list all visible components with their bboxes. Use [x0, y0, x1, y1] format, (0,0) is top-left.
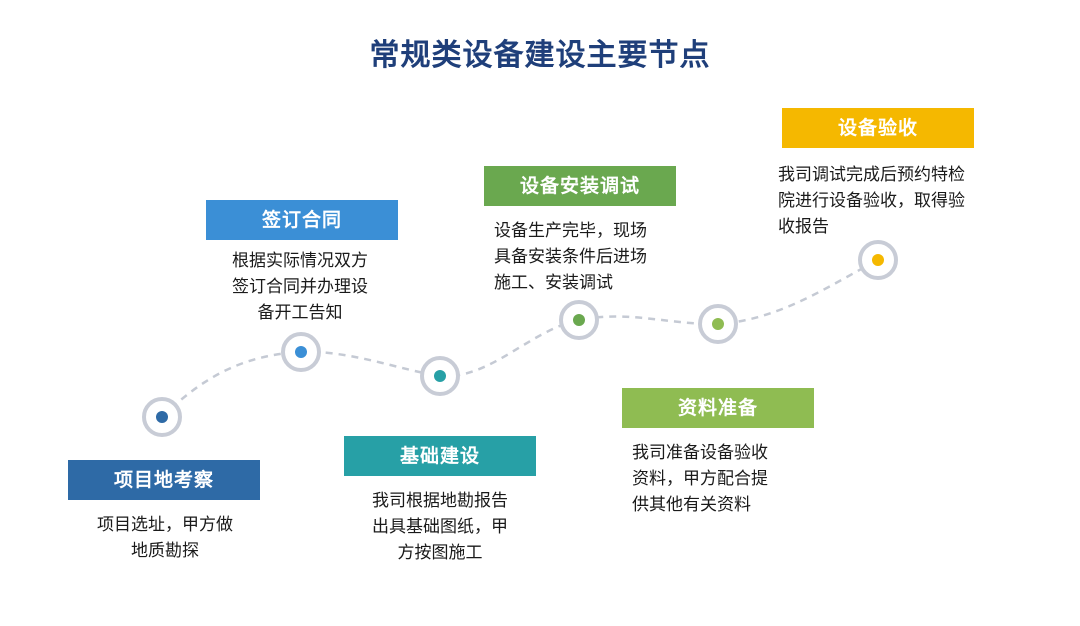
step-desc-sign-contract: 根据实际情况双方 签订合同并办理设 备开工告知 — [232, 251, 368, 323]
step-desc-acceptance: 我司调试完成后预约特检 院进行设备验收，取得验 收报告 — [778, 165, 965, 237]
timeline-node-5 — [698, 304, 738, 344]
step-desc-site-survey: 项目选址，甲方做 地质勘探 — [97, 515, 233, 561]
step-label-sign-contract: 签订合同 — [206, 200, 398, 240]
timeline-node-2 — [281, 332, 321, 372]
step-label-foundation: 基础建设 — [344, 436, 536, 476]
timeline-node-4 — [559, 300, 599, 340]
step-desc-documents: 我司准备设备验收 资料，甲方配合提 供其他有关资料 — [632, 443, 768, 515]
step-label-installation: 设备安装调试 — [484, 166, 676, 206]
timeline-node-3 — [420, 356, 460, 396]
timeline-node-6 — [858, 240, 898, 280]
step-label-acceptance: 设备验收 — [782, 108, 974, 148]
step-label-site-survey: 项目地考察 — [68, 460, 260, 500]
step-desc-foundation: 我司根据地勘报告 出具基础图纸，甲 方按图施工 — [372, 491, 508, 563]
page-title: 常规类设备建设主要节点 — [369, 38, 711, 73]
timeline-node-1 — [142, 397, 182, 437]
step-desc-installation: 设备生产完毕，现场 具备安装条件后进场 施工、安装调试 — [494, 221, 647, 293]
step-label-documents: 资料准备 — [622, 388, 814, 428]
